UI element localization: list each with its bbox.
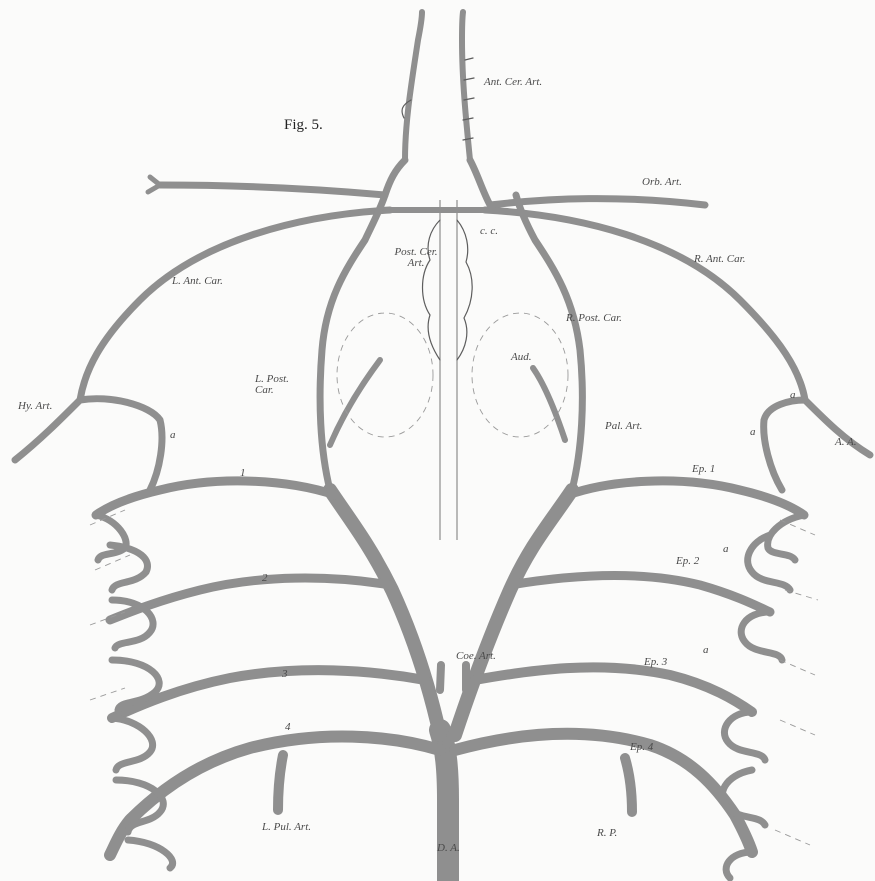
label-a-right-top: a (790, 390, 796, 401)
label-arch-2: 2 (262, 573, 268, 584)
label-ep-1: Ep. 1 (692, 464, 715, 475)
label-a-left: a (170, 430, 176, 441)
label-ep-2: Ep. 2 (676, 556, 699, 567)
central-column-branches (423, 220, 473, 360)
coeliac-art-left (440, 665, 441, 690)
central-column (440, 200, 457, 540)
label-l-pul-art: L. Pul. Art. (262, 822, 311, 833)
label-a-right-2: a (723, 544, 729, 555)
label-r-ant-car: R. Ant. Car. (694, 254, 745, 265)
label-d-a: D. A. (437, 843, 460, 854)
right-pulmonary-art (625, 758, 632, 812)
label-ep-4: Ep. 4 (630, 742, 653, 753)
left-auditory-capsule (337, 313, 433, 437)
left-arch-1 (96, 481, 335, 515)
label-r-pul: R. P. (597, 828, 617, 839)
label-c-c: c. c. (480, 226, 498, 237)
label-ant-cer-art: Ant. Cer. Art. (484, 77, 542, 88)
label-hy-art: Hy. Art. (18, 401, 52, 412)
left-pal-branch (330, 360, 380, 445)
right-arch-2 (510, 576, 770, 612)
left-pulmonary-art (278, 755, 283, 810)
label-pal-art: Pal. Art. (605, 421, 642, 432)
right-auditory-capsule (472, 313, 568, 437)
label-l-ant-car: L. Ant. Car. (172, 276, 223, 287)
label-arch-1: 1 (240, 468, 246, 479)
vessels (15, 12, 870, 881)
label-arch-4: 4 (285, 722, 291, 733)
label-art-a: A. A. (835, 437, 857, 448)
left-orb-fork (148, 177, 160, 192)
right-arch-3 (475, 667, 752, 712)
label-a-right-3: a (703, 645, 709, 656)
label-arch-3: 3 (282, 669, 288, 680)
left-trunk (330, 490, 440, 735)
right-trunk (455, 490, 572, 735)
label-orb-art: Orb. Art. (642, 177, 682, 188)
right-arch-1 (568, 481, 804, 515)
right-pal-art (533, 368, 565, 440)
right-ant-cer-art (462, 12, 470, 160)
left-orb-art (160, 160, 405, 195)
label-l-post-car: L. Post. Car. (255, 374, 305, 396)
label-coe-art: Coe. Art. (456, 651, 496, 662)
right-post-car (516, 195, 582, 490)
label-a-right: a (750, 427, 756, 438)
label-post-cer-art: Post. Cer. Art. (390, 247, 442, 269)
label-r-post-car: R. Post. Car. (566, 313, 622, 324)
left-ant-car-art (80, 210, 390, 400)
left-hy-art (15, 399, 162, 490)
figure-title: Fig. 5. (284, 117, 323, 134)
left-ant-cer-art (405, 12, 422, 160)
label-aud: Aud. (511, 352, 531, 363)
label-ep-3: Ep. 3 (644, 657, 667, 668)
